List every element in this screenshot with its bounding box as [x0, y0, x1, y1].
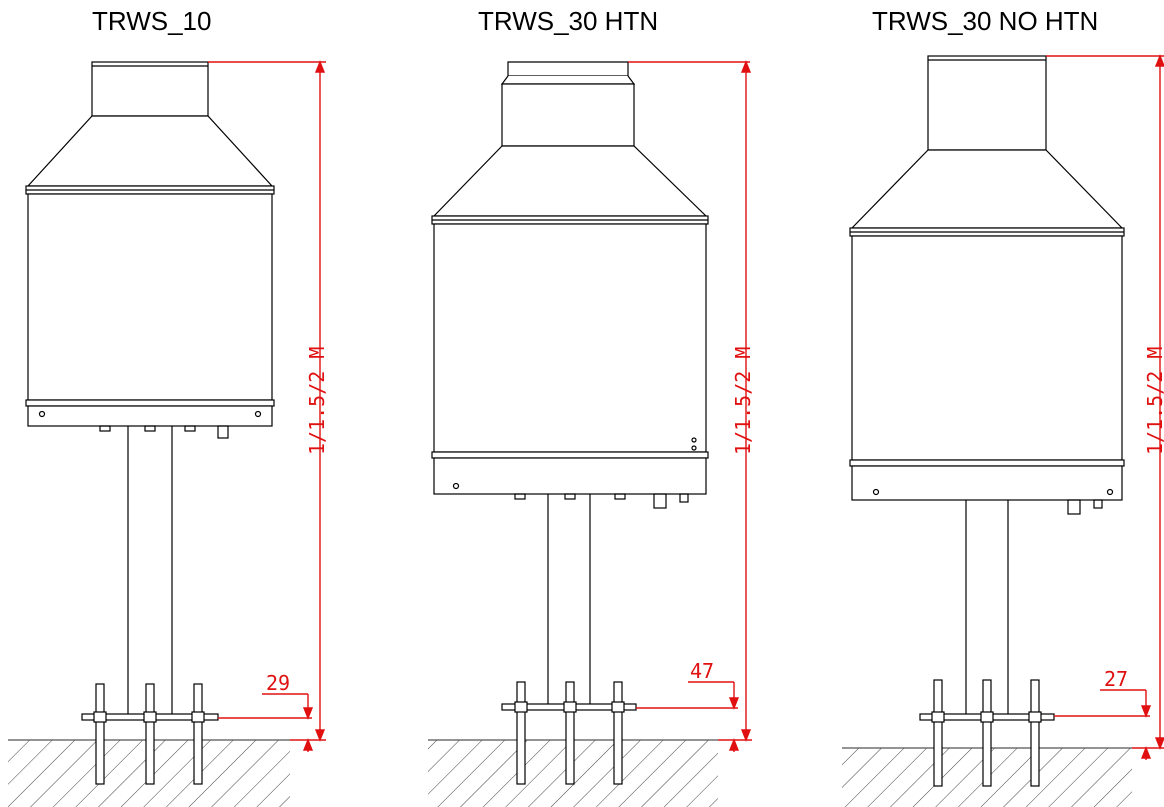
unit-title-trws30-htn: TRWS_30 HTN	[478, 6, 659, 36]
dimension-lines-trws10	[208, 60, 326, 752]
cone	[26, 115, 274, 187]
cylinder-body	[851, 235, 1123, 461]
connector	[184, 425, 196, 432]
screw	[1106, 488, 1114, 496]
anchor-bolt	[933, 679, 943, 787]
top-collar	[927, 55, 1047, 151]
cylinder-body	[433, 223, 707, 453]
connector	[514, 493, 526, 500]
height-dimension-label: 1/1.5/2 M	[1143, 347, 1164, 455]
anchor-bolt	[982, 679, 992, 787]
dimension-lines-trws30-htn	[628, 60, 752, 752]
lower-rim	[431, 451, 709, 459]
connector	[1093, 499, 1103, 509]
screw	[872, 488, 880, 496]
anchor-bolt	[516, 681, 526, 785]
connector	[679, 493, 689, 503]
base-band	[433, 457, 707, 495]
cable-gland	[217, 425, 229, 439]
screw	[691, 437, 697, 443]
anchor-bolt	[193, 683, 203, 785]
screw	[254, 410, 262, 418]
connector	[144, 425, 156, 432]
sensor-drawing-trws30-no-htn	[842, 55, 1132, 807]
base-band	[27, 405, 273, 427]
sensor-drawing-trws30-htn	[428, 61, 718, 807]
top-collar	[507, 61, 629, 77]
height-dimension-label: 1/1.5/2 M	[731, 347, 755, 455]
base-band	[851, 465, 1123, 501]
offset-dimension-label: 29	[266, 671, 290, 695]
lower-rim	[849, 459, 1125, 467]
cone	[850, 149, 1124, 229]
cone	[432, 145, 708, 217]
dimension-lines-trws30-no-htn	[1046, 54, 1164, 760]
unit-title-trws30-no-htn: TRWS_30 NO HTN	[872, 6, 1099, 36]
anchor-bolt	[95, 683, 105, 785]
connector	[564, 493, 576, 500]
connector	[614, 493, 626, 500]
height-dimension-label: 1/1.5/2 M	[305, 347, 329, 455]
cable-gland	[1067, 499, 1081, 515]
screw	[38, 410, 46, 418]
offset-dimension-label: 27	[1104, 667, 1128, 691]
screw	[691, 445, 697, 451]
offset-dimension-label: 47	[690, 659, 714, 683]
screw	[452, 482, 460, 490]
anchor-bolt	[613, 681, 623, 785]
top-collar	[91, 61, 209, 117]
sensor-drawing-trws10	[8, 61, 290, 807]
unit-title-trws10: TRWS_10	[92, 6, 212, 36]
cylinder-body	[27, 193, 273, 401]
cable-gland	[653, 493, 667, 509]
anchor-bolt	[145, 683, 155, 785]
anchor-bolt	[565, 681, 575, 785]
connector	[99, 425, 111, 432]
anchor-bolt	[1030, 679, 1040, 787]
lower-rim	[25, 399, 275, 407]
